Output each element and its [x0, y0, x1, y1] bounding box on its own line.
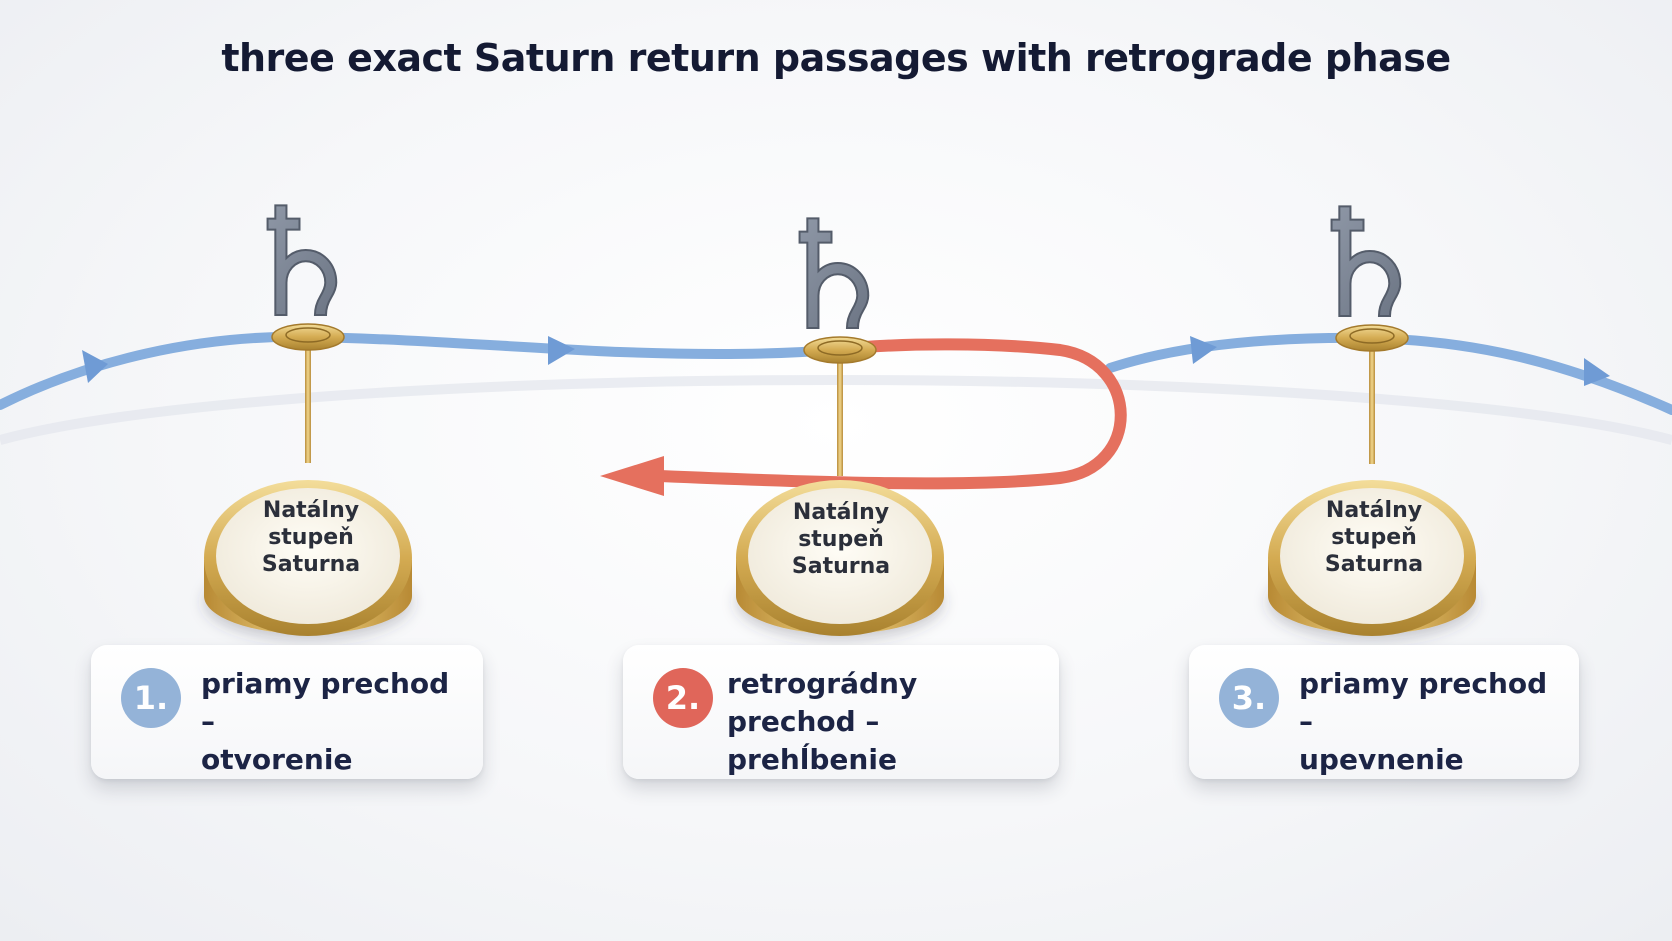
gold-pin [305, 343, 311, 463]
retrograde-loop-path [654, 338, 1127, 490]
station-1: ♄ [204, 176, 412, 636]
passage-title: priamy prechod – [1299, 667, 1548, 738]
step-number-badge: 2. [653, 668, 713, 728]
station-3: ♄ [1268, 177, 1476, 636]
passage-subtitle: otvorenie [201, 743, 353, 776]
diagram-title: three exact Saturn return passages with … [221, 36, 1451, 80]
direction-arrow-icon [82, 350, 108, 383]
retrograde-arrow-icon [600, 456, 664, 496]
background-orbit-arc [0, 375, 1672, 445]
disc-label-line: Natálny [262, 498, 360, 523]
direct-motion-path [0, 331, 840, 410]
passage-title: priamy prechod – [201, 667, 450, 738]
passage-card-1: 1. priamy prechod – otvorenie [91, 645, 483, 779]
conjunction-ring-inner [1349, 328, 1395, 344]
natal-degree-label-3: Natálny stupeň Saturna [1299, 497, 1449, 578]
disc-label-line: stupeň [268, 525, 354, 550]
disc-label-line: Natálny [792, 500, 890, 525]
passage-description: priamy prechod – otvorenie [201, 665, 467, 779]
station-2: ♄ [736, 189, 944, 636]
disc-label-line: stupeň [798, 527, 884, 552]
passage-card-3: 3. priamy prechod – upevnenie [1189, 645, 1579, 779]
step-number-badge: 1. [121, 668, 181, 728]
conjunction-ring-inner [817, 340, 863, 356]
disc-label-line: Saturna [261, 552, 361, 577]
passage-subtitle: prehĺbenie [727, 743, 897, 776]
conjunction-ring-inner [285, 327, 331, 343]
disc-label-line: stupeň [1331, 525, 1417, 550]
direction-arrow-icon [548, 336, 575, 365]
saturn-icon: ♄ [1299, 178, 1433, 352]
natal-degree-label-2: Natálny stupeň Saturna [766, 499, 916, 580]
disc-label-line: Saturna [791, 554, 891, 579]
passage-title: retrográdny prechod – [727, 667, 918, 738]
passage-subtitle: upevnenie [1299, 743, 1464, 776]
disc-label-line: Saturna [1324, 552, 1424, 577]
passage-card-2: 2. retrográdny prechod – prehĺbenie [623, 645, 1059, 779]
natal-degree-label-1: Natálny stupeň Saturna [236, 497, 386, 578]
saturn-icon: ♄ [767, 190, 901, 364]
passage-description: priamy prechod – upevnenie [1299, 665, 1563, 779]
natal-degree-disc [1280, 488, 1464, 624]
direction-arrow-icon [1190, 336, 1217, 364]
disc-label-line: Natálny [1325, 498, 1423, 523]
passage-description: retrográdny prechod – prehĺbenie [727, 665, 1043, 779]
gold-pin [837, 356, 843, 476]
natal-degree-disc [216, 488, 400, 624]
step-number-badge: 3. [1219, 668, 1279, 728]
natal-degree-disc [748, 488, 932, 624]
direction-arrow-icon [1584, 358, 1610, 386]
gold-pin [1369, 344, 1375, 464]
saturn-icon: ♄ [235, 177, 369, 351]
